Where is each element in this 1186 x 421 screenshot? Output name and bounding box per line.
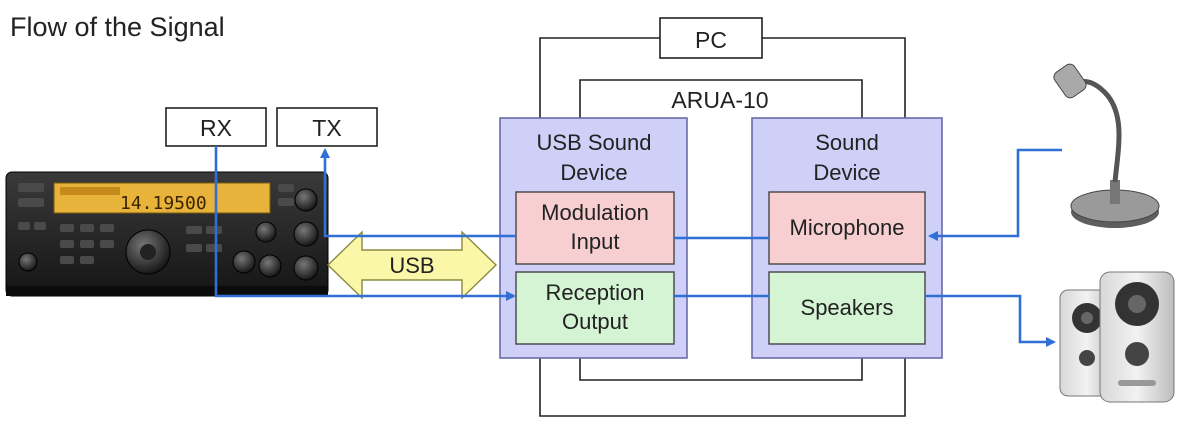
modulation-input-line1: Modulation	[541, 200, 649, 225]
tx-signal-line	[320, 148, 516, 238]
speaker-output-line	[925, 294, 1056, 347]
reception-output-box	[515, 271, 675, 345]
reception-output-line2: Output	[562, 309, 628, 334]
usb-double-arrow	[326, 230, 498, 300]
rx-box	[165, 107, 267, 147]
transceiver-radio-icon: 14.19500	[5, 171, 329, 297]
pc-speakers-icon	[1059, 271, 1175, 403]
usb-label: USB	[389, 253, 434, 278]
microphone-label: Microphone	[790, 215, 905, 240]
mic-input-line	[928, 148, 1062, 241]
microphone-box	[768, 191, 926, 265]
arua-frame	[579, 79, 863, 381]
rx-label: RX	[200, 115, 232, 141]
pc-frame	[539, 37, 906, 417]
modulation-input-box	[515, 191, 675, 265]
tx-label: TX	[312, 115, 341, 141]
speakers-box	[768, 271, 926, 345]
pc-label: PC	[695, 27, 727, 53]
signal-lines	[214, 146, 1062, 347]
sound-device-label-line1: Sound	[815, 130, 879, 155]
diagram-title: Flow of the Signal	[10, 12, 225, 42]
tx-box	[276, 107, 378, 147]
sound-device-label-line2: Device	[813, 160, 880, 185]
usb-sound-device-label-line2: Device	[560, 160, 627, 185]
desk-microphone-icon	[1053, 63, 1160, 228]
usb-sound-device-label-line1: USB Sound	[537, 130, 652, 155]
pc-label-box	[659, 17, 763, 59]
speakers-label: Speakers	[801, 295, 894, 320]
arua-label: ARUA-10	[671, 87, 768, 113]
modulation-input-line2: Input	[571, 229, 620, 254]
svg-text:14.19500: 14.19500	[120, 193, 207, 214]
rx-signal-line	[214, 146, 516, 301]
reception-output-line1: Reception	[545, 280, 644, 305]
